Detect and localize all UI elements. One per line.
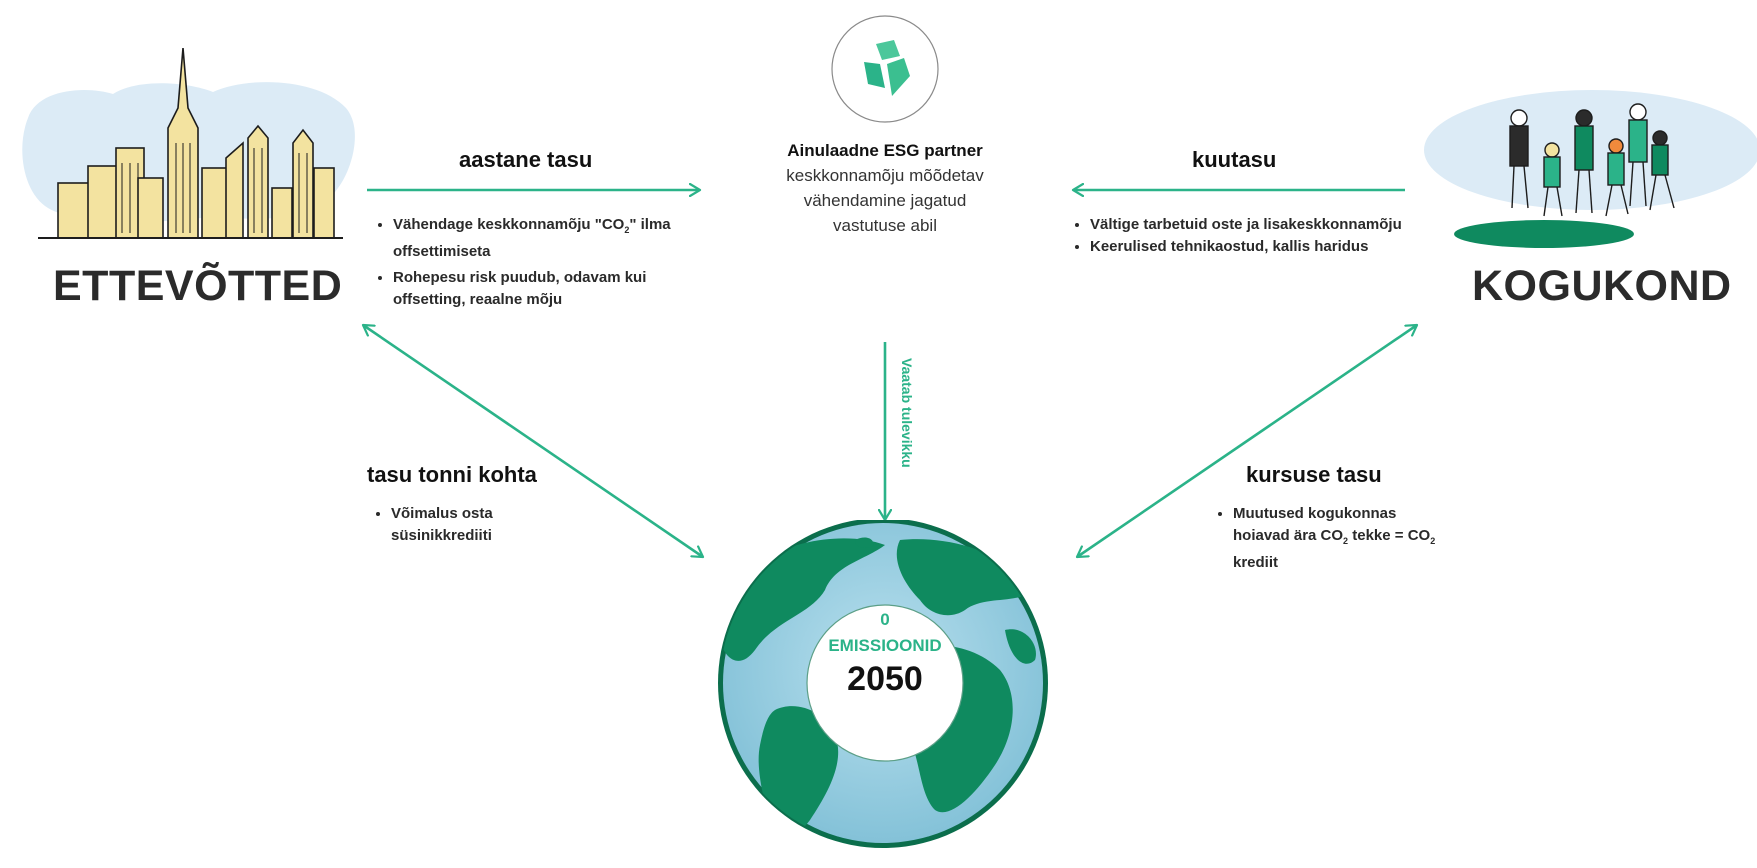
globe-line-2: EMISSIOONID [828,636,941,655]
earth-globe-illustration: 0 EMISSIOONID 2050 [718,520,1048,848]
right-title: KOGUKOND [1472,262,1732,310]
globe-line-1: 0 [880,610,889,629]
flow-bullets-bottom-right: Muutused kogukonnas hoiavad ära CO2 tekk… [1211,503,1443,574]
partner-line-1: keskkonnamõju mõõdetav [786,166,984,185]
list-item: Keerulised tehnikaostud, kallis haridus [1090,236,1450,258]
partner-line-3: vastutuse abil [833,216,937,235]
flow-bullets-top-left: Vähendage keskkonnamõju "CO2" ilma offse… [371,214,713,311]
flow-bullets-top-right: Vältige tarbetuid oste ja lisakeskkonnam… [1068,214,1450,258]
down-arrow-label: Vaatab tulevikku [899,358,915,468]
globe-year: 2050 [847,660,923,698]
list-item: Võimalus osta süsinikkrediiti [391,503,551,547]
flow-title-top-right: kuutasu [1192,147,1277,172]
arrow-bottom-left [363,325,703,557]
globe-center-disc [806,604,964,762]
city-skyline-illustration [22,48,355,239]
partner-line-2: vähendamine jagatud [803,191,967,210]
cube-logo-icon [831,15,939,123]
flow-title-bottom-left: tasu tonni kohta [367,462,537,487]
flow-title-bottom-right: kursuse tasu [1246,462,1382,487]
list-item: Vähendage keskkonnamõju "CO2" ilma offse… [393,214,713,263]
flow-bullets-bottom-left: Võimalus osta süsinikkrediiti [369,503,551,547]
community-people-illustration [1424,90,1757,248]
partner-description: Ainulaadne ESG partner keskkonnamõju mõõ… [735,138,1035,238]
list-item: Vältige tarbetuid oste ja lisakeskkonnam… [1090,214,1450,236]
list-item: Rohepesu risk puudub, odavam kui offsett… [393,267,713,311]
arrow-bottom-right [1077,325,1417,557]
left-title: ETTEVÕTTED [53,262,343,310]
list-item: Muutused kogukonnas hoiavad ära CO2 tekk… [1233,503,1443,574]
partner-title: Ainulaadne ESG partner [787,141,983,160]
flow-title-top-left: aastane tasu [459,147,593,172]
